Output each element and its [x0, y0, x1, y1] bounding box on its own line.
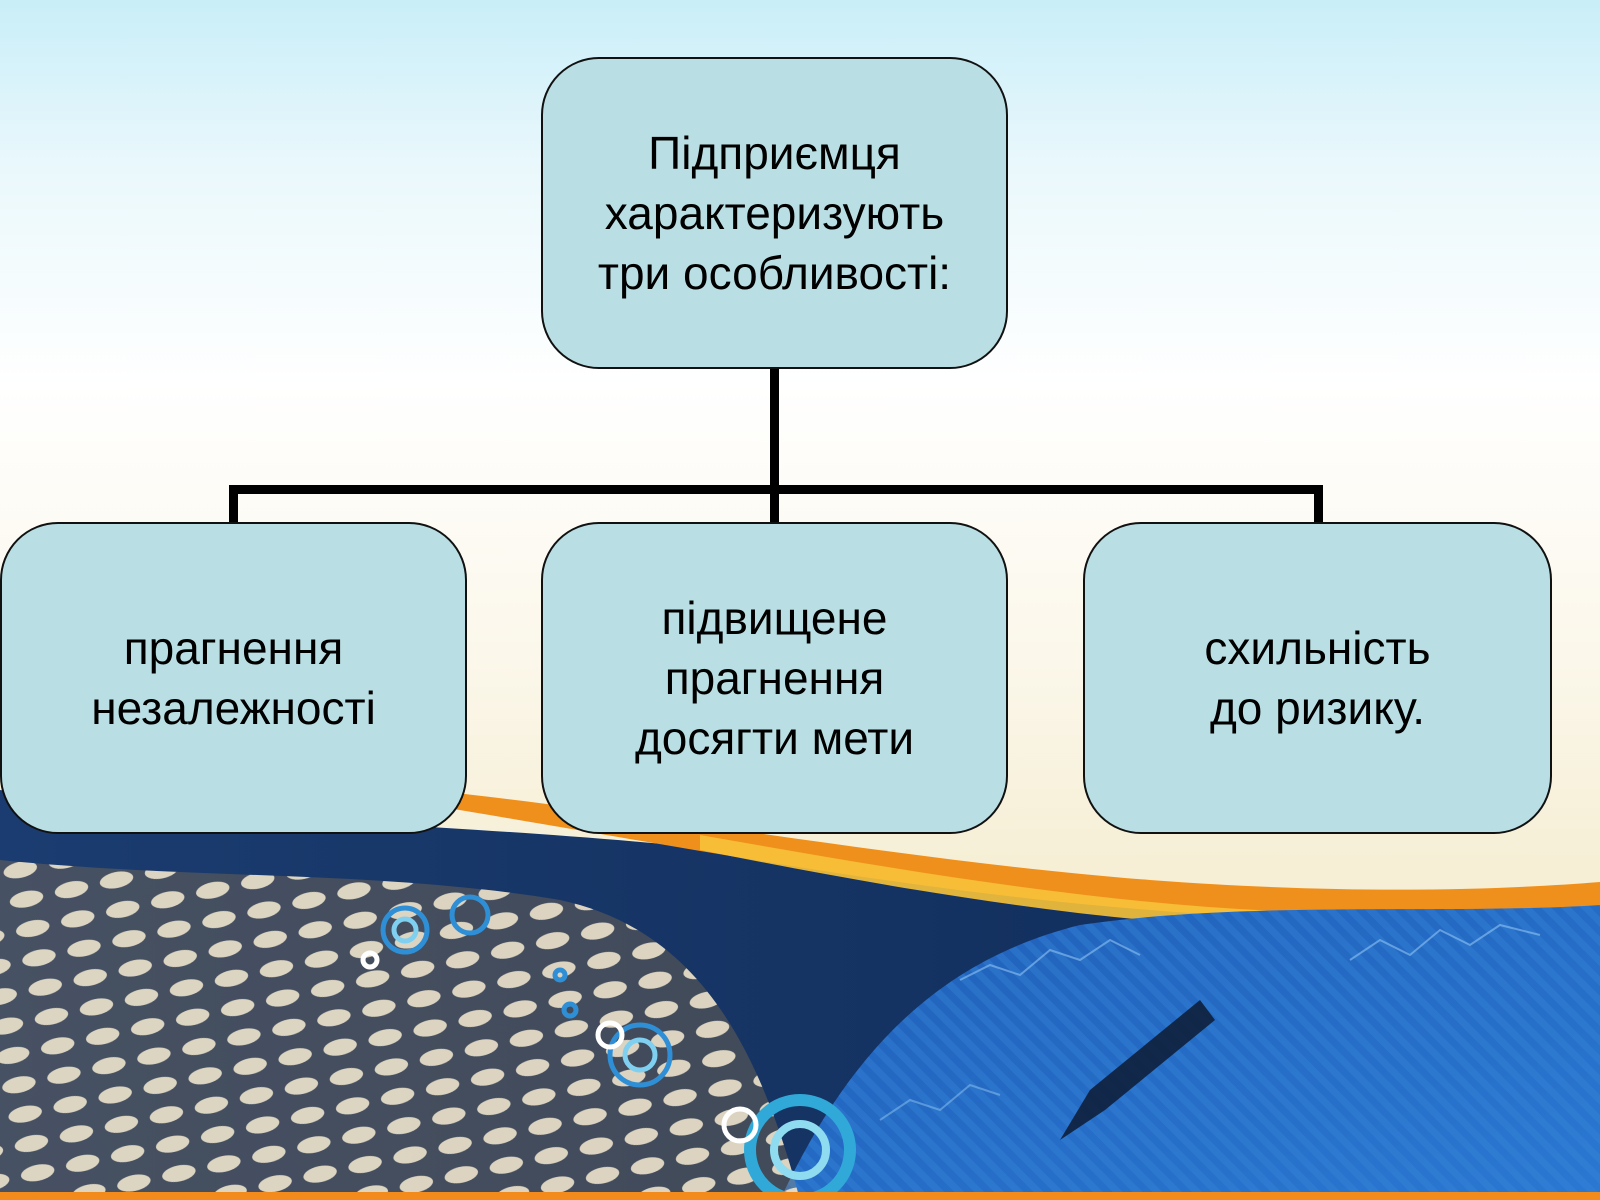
pen-shape	[1060, 1000, 1215, 1140]
connector-right-drop	[1314, 485, 1323, 523]
root-node: Підприємця характеризують три особливост…	[541, 57, 1008, 369]
child-node-achievement: підвищене прагнення досягти мети	[541, 522, 1008, 834]
child-node-risk: схильність до ризику.	[1083, 522, 1552, 834]
connector-root-vertical	[770, 367, 779, 493]
orange-wave	[430, 790, 1600, 922]
connector-middle-drop	[770, 485, 779, 523]
child-node-independence: прагнення незалежності	[0, 522, 467, 834]
connector-left-drop	[229, 485, 238, 523]
